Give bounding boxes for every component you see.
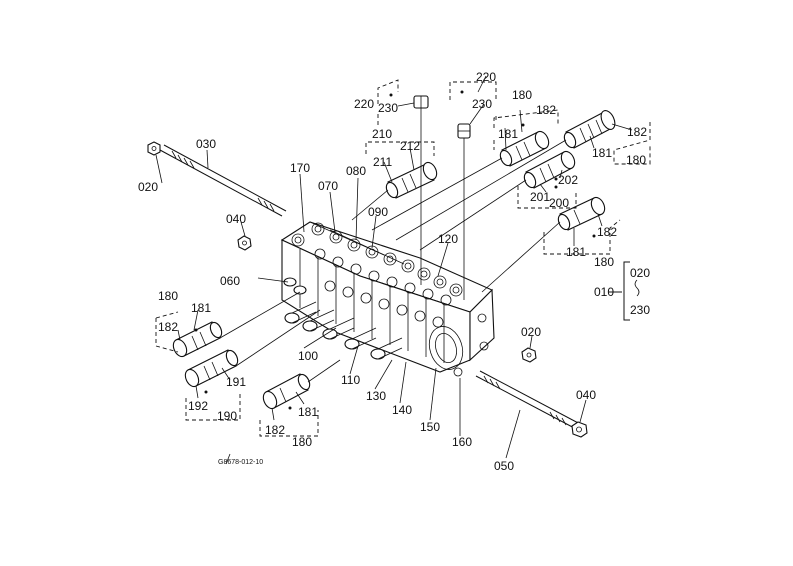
nut-020-lower bbox=[521, 347, 537, 363]
label-010: 010 bbox=[594, 285, 614, 299]
group-bracket-010 bbox=[609, 261, 640, 321]
label-020-upper: 020 bbox=[138, 180, 158, 194]
label-182-mid-right: 182 bbox=[597, 225, 617, 239]
label-191: 191 bbox=[226, 375, 246, 389]
label-212: 212 bbox=[400, 139, 420, 153]
label-150: 150 bbox=[420, 420, 440, 434]
valve-181-182-far-right bbox=[563, 110, 616, 149]
label-180-left: 180 bbox=[158, 289, 178, 303]
label-140: 140 bbox=[392, 403, 412, 417]
label-070: 070 bbox=[318, 179, 338, 193]
label-181-mid-right: 181 bbox=[566, 245, 586, 259]
label-180-bottom: 180 bbox=[292, 435, 312, 449]
group-bracket-220-230-left bbox=[377, 79, 399, 128]
label-130: 130 bbox=[366, 389, 386, 403]
reference-dots bbox=[194, 90, 596, 410]
label-180-mid-right: 180 bbox=[594, 255, 614, 269]
label-230-left: 230 bbox=[378, 101, 398, 115]
label-230-bracket: 230 bbox=[630, 303, 650, 317]
group-bracket-180-mid-right bbox=[543, 219, 621, 255]
label-192: 192 bbox=[188, 399, 208, 413]
label-020-lower: 020 bbox=[521, 325, 541, 339]
group-bracket-180-far-right bbox=[613, 122, 651, 165]
leader-lines bbox=[155, 75, 633, 465]
valve-181-182-left bbox=[172, 321, 223, 358]
label-110: 110 bbox=[341, 373, 360, 387]
valve-211-212 bbox=[385, 161, 438, 199]
valve-181-182-bottom bbox=[262, 373, 311, 410]
nut-040-lower bbox=[571, 421, 588, 438]
label-160: 160 bbox=[452, 435, 472, 449]
label-182-left: 182 bbox=[158, 320, 178, 334]
drawing-code: G8678-012-10 bbox=[218, 459, 263, 466]
valve-181-182-top bbox=[499, 130, 550, 167]
label-211: 211 bbox=[373, 155, 392, 169]
group-bracket-180-left bbox=[155, 311, 179, 353]
label-180-top: 180 bbox=[512, 88, 532, 102]
label-181-left: 181 bbox=[191, 301, 211, 315]
nut-020-upper bbox=[147, 141, 161, 156]
control-valve-body bbox=[280, 221, 495, 377]
tie-bolt-050 bbox=[475, 370, 583, 431]
label-170: 170 bbox=[290, 161, 310, 175]
label-200: 200 bbox=[549, 196, 569, 210]
group-bracket-180-bottom bbox=[259, 410, 319, 437]
label-050: 050 bbox=[494, 459, 514, 473]
nut-040-upper bbox=[237, 235, 252, 251]
label-230-right: 230 bbox=[472, 97, 492, 111]
tie-bolt-030 bbox=[159, 144, 287, 217]
label-060: 060 bbox=[220, 274, 240, 288]
plug-230-left bbox=[413, 95, 429, 109]
valve-181-182-mid-right bbox=[557, 196, 606, 231]
label-030: 030 bbox=[196, 137, 216, 151]
valve-191-192 bbox=[184, 349, 239, 388]
label-040-lower: 040 bbox=[576, 388, 596, 402]
group-bracket-210 bbox=[365, 141, 435, 156]
label-181-far-right: 181 bbox=[592, 146, 612, 160]
label-201: 201 bbox=[530, 190, 550, 204]
valve-201-202 bbox=[523, 150, 576, 189]
label-040-upper: 040 bbox=[226, 212, 246, 226]
label-180-far-right: 180 bbox=[626, 153, 646, 167]
part-labels: 030 020 040 060 170 070 080 090 120 100 … bbox=[138, 70, 650, 473]
label-120: 120 bbox=[438, 232, 458, 246]
label-181-top: 181 bbox=[498, 127, 518, 141]
label-182-far-right: 182 bbox=[627, 125, 647, 139]
label-182-top: 182 bbox=[536, 103, 556, 117]
label-020-bracket: 020 bbox=[630, 266, 650, 280]
label-090: 090 bbox=[368, 205, 388, 219]
label-182-bottom: 182 bbox=[265, 423, 285, 437]
label-220-left: 220 bbox=[354, 97, 374, 111]
label-220-right: 220 bbox=[476, 70, 496, 84]
label-100: 100 bbox=[298, 349, 318, 363]
label-181-bottom: 181 bbox=[298, 405, 318, 419]
label-210: 210 bbox=[372, 127, 392, 141]
group-bracket-180-top bbox=[493, 109, 559, 150]
group-bracket-190 bbox=[185, 394, 241, 421]
group-bracket-200 bbox=[517, 186, 577, 209]
label-202: 202 bbox=[558, 173, 578, 187]
group-bracket-220-230-right bbox=[449, 81, 497, 120]
plug-230-right bbox=[457, 123, 471, 139]
label-080: 080 bbox=[346, 164, 366, 178]
label-190: 190 bbox=[217, 409, 237, 423]
